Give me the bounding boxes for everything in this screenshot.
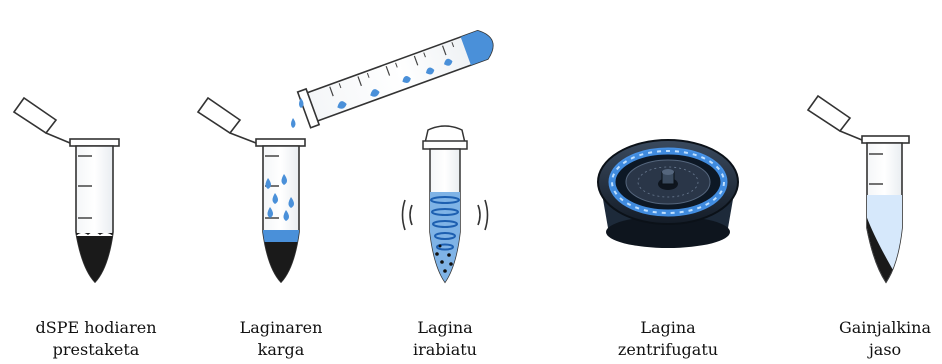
vortex-mixing-icon <box>403 126 488 287</box>
caption-line: Lagina <box>355 317 535 339</box>
step-caption-loading: Laginaren karga <box>191 317 371 361</box>
caption-line: prestaketa <box>6 339 186 361</box>
supernatant-collection-icon <box>808 96 909 290</box>
caption-line: jaso <box>795 339 942 361</box>
centrifuge-icon <box>598 140 738 248</box>
step-caption-vortex: Lagina irabiatu <box>355 317 535 361</box>
caption-line: zentrifugatu <box>578 339 758 361</box>
tube-preparation-icon <box>14 98 120 293</box>
step-caption-centrifuge: Lagina zentrifugatu <box>578 317 758 361</box>
caption-line: Laginaren <box>191 317 371 339</box>
caption-line: karga <box>191 339 371 361</box>
caption-line: Gainjalkina <box>795 317 942 339</box>
caption-line: dSPE hodiaren <box>6 317 186 339</box>
caption-line: irabiatu <box>355 339 535 361</box>
caption-line: Lagina <box>578 317 758 339</box>
step-caption-collect: Gainjalkina jaso <box>795 317 942 361</box>
step-caption-preparation: dSPE hodiaren prestaketa <box>6 317 186 361</box>
